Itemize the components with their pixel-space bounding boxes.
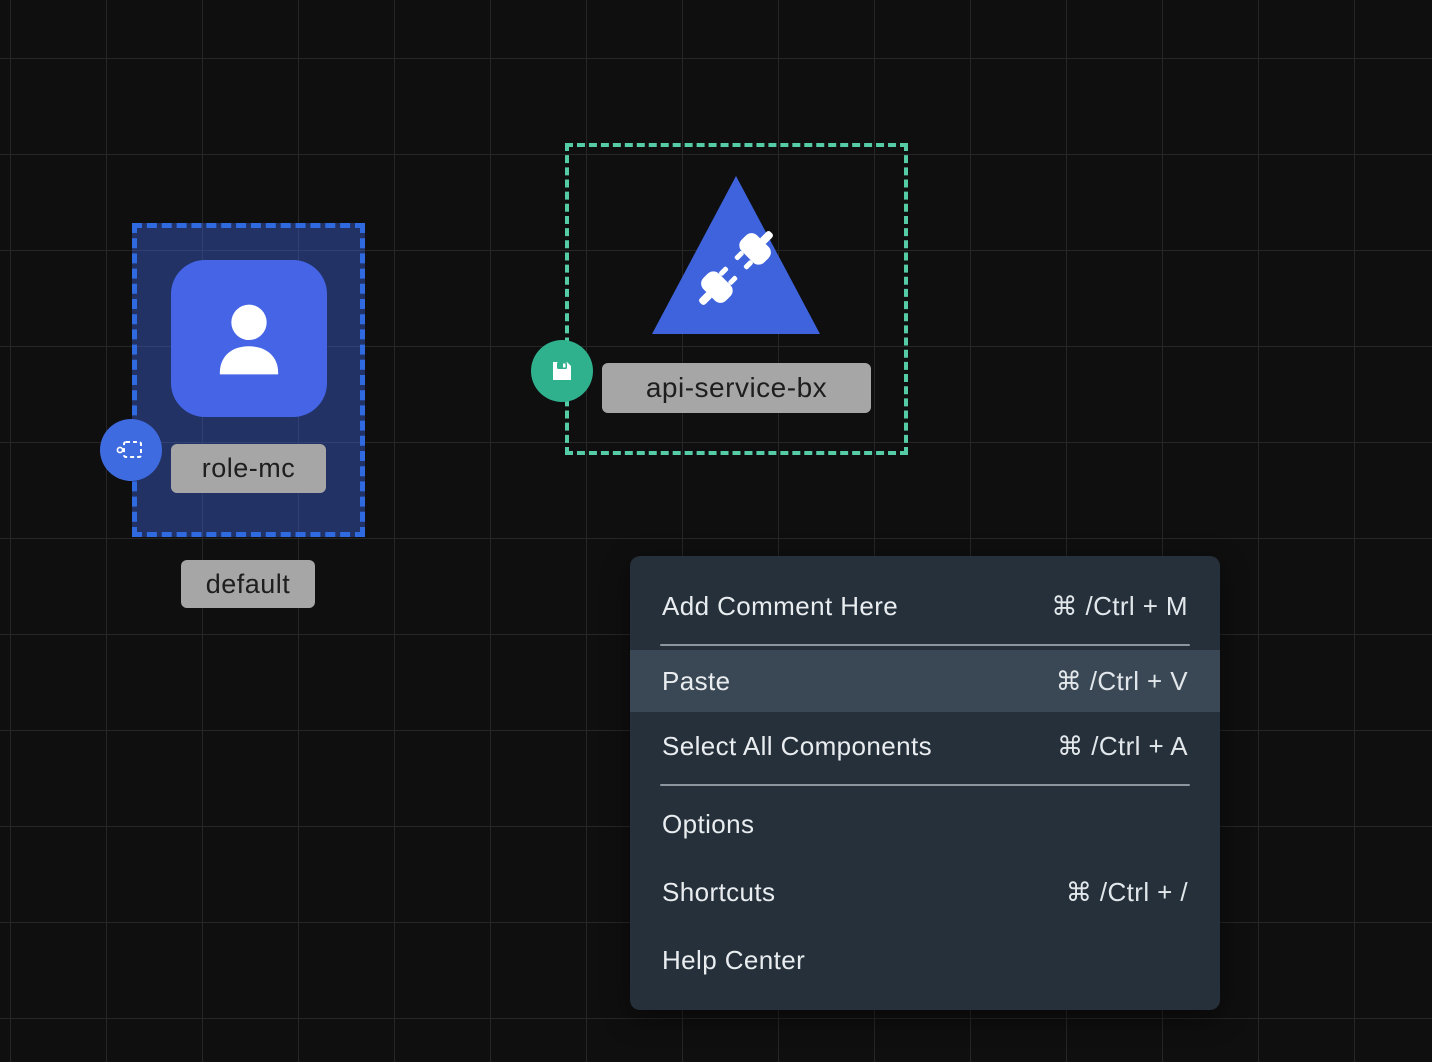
marquee-select-badge[interactable] bbox=[100, 419, 162, 481]
node-role-mc-status-text: default bbox=[205, 568, 291, 599]
node-role-mc[interactable] bbox=[171, 260, 327, 417]
node-role-mc-status-label: default bbox=[181, 560, 315, 608]
node-api-service-label: api-service-bx bbox=[602, 363, 871, 413]
menu-item-help-center[interactable]: Help Center bbox=[630, 926, 1220, 994]
context-menu: Add Comment Here ⌘ /Ctrl + M Paste ⌘ /Ct… bbox=[630, 556, 1220, 1010]
menu-item-label: Shortcuts bbox=[662, 876, 776, 907]
menu-separator bbox=[660, 644, 1190, 646]
menu-item-shortcut: ⌘ /Ctrl + V bbox=[1055, 665, 1188, 696]
node-role-mc-label-text: role-mc bbox=[201, 453, 296, 483]
user-icon bbox=[219, 304, 279, 374]
menu-item-label: Paste bbox=[662, 665, 731, 696]
marquee-select-icon bbox=[116, 441, 142, 458]
menu-item-options[interactable]: Options bbox=[630, 790, 1220, 858]
menu-item-shortcuts[interactable]: Shortcuts ⌘ /Ctrl + / bbox=[630, 858, 1220, 926]
menu-item-label: Add Comment Here bbox=[662, 590, 899, 621]
menu-item-label: Select All Components bbox=[662, 730, 932, 761]
menu-item-shortcut: ⌘ /Ctrl + M bbox=[1051, 590, 1188, 621]
menu-item-paste[interactable]: Paste ⌘ /Ctrl + V bbox=[630, 650, 1220, 712]
menu-item-add-comment[interactable]: Add Comment Here ⌘ /Ctrl + M bbox=[630, 572, 1220, 640]
menu-item-shortcut: ⌘ /Ctrl + / bbox=[1065, 876, 1188, 907]
node-api-service[interactable] bbox=[648, 170, 824, 340]
save-icon bbox=[553, 362, 571, 380]
node-role-mc-label: role-mc bbox=[171, 444, 326, 493]
menu-separator bbox=[660, 784, 1190, 786]
node-api-service-selection[interactable] bbox=[565, 143, 908, 455]
menu-item-label: Options bbox=[662, 808, 755, 839]
plug-icon bbox=[699, 231, 773, 305]
menu-item-select-all[interactable]: Select All Components ⌘ /Ctrl + A bbox=[630, 712, 1220, 780]
menu-item-shortcut: ⌘ /Ctrl + A bbox=[1057, 730, 1188, 761]
menu-item-label: Help Center bbox=[662, 944, 806, 975]
node-api-service-label-text: api-service-bx bbox=[645, 372, 828, 403]
save-badge[interactable] bbox=[531, 340, 593, 402]
